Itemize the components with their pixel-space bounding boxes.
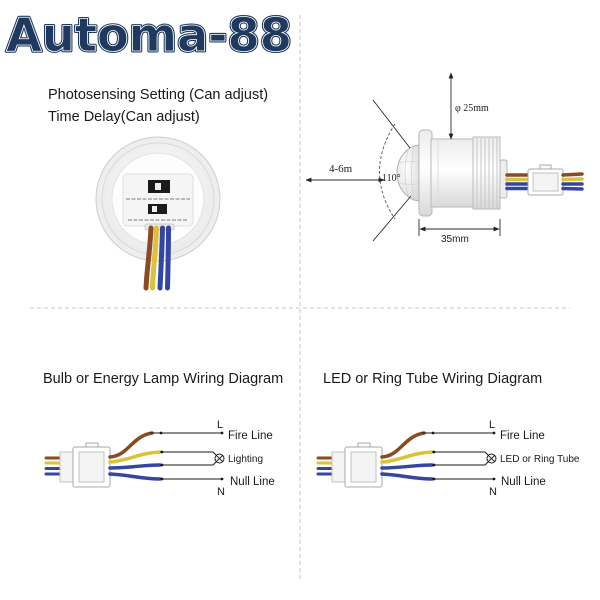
light-dial-knob bbox=[155, 183, 161, 190]
load-line bbox=[432, 451, 489, 456]
wire-blue bbox=[157, 225, 165, 291]
load-label: Lighting bbox=[228, 454, 263, 465]
junction-dot bbox=[432, 450, 436, 454]
junction-dot bbox=[159, 431, 163, 435]
wire-brown bbox=[143, 225, 154, 291]
wire-blue bbox=[165, 225, 171, 291]
connector-inner bbox=[532, 172, 559, 192]
fire-line-label: Fire Line bbox=[500, 430, 545, 442]
dome-facet bbox=[404, 149, 409, 197]
wire-blue bbox=[561, 186, 584, 191]
connector-housing-left bbox=[59, 451, 75, 483]
sensor-side-view bbox=[396, 129, 584, 217]
led-wiring-diagram: L Fire Line LED or Ring Tube Null Line N bbox=[316, 419, 580, 498]
junction-dot bbox=[160, 463, 164, 467]
wire-blue bbox=[380, 472, 434, 481]
wire-yellow bbox=[108, 450, 162, 464]
sensor-body bbox=[430, 138, 475, 208]
dimension-annotations: φ 25mm 4-6m 110° 35mm bbox=[305, 72, 501, 245]
null-line-label: Null Line bbox=[501, 476, 546, 488]
terminal-dot bbox=[492, 477, 496, 481]
junction-dot bbox=[160, 477, 164, 481]
junction-dot bbox=[431, 431, 435, 435]
wire-yellow bbox=[150, 225, 159, 291]
wire-yellow bbox=[380, 450, 434, 464]
terminal-dot bbox=[220, 477, 224, 481]
brand-logo: Automa-88 Automa-88 bbox=[5, 7, 294, 64]
fire-line-label: Fire Line bbox=[228, 430, 273, 442]
wire-brown bbox=[108, 431, 154, 459]
wire-blue bbox=[380, 463, 434, 470]
diameter-label: φ 25mm bbox=[455, 103, 489, 114]
length-label: 35mm bbox=[441, 234, 469, 245]
angle-boundary-top bbox=[372, 99, 411, 149]
junction-dot bbox=[432, 477, 436, 481]
lamp-return-line bbox=[432, 461, 489, 466]
connector-housing-left bbox=[331, 451, 347, 483]
photosensing-setting-label: Photosensing Setting (Can adjust) bbox=[48, 87, 268, 103]
bulb-wiring-diagram: L Fire Line Lighting Null Line N bbox=[44, 419, 275, 498]
neutral-marker: N bbox=[489, 486, 497, 498]
angle-label: 110° bbox=[382, 173, 401, 184]
wire-blue bbox=[108, 463, 162, 470]
angle-boundary-bottom bbox=[372, 195, 412, 242]
lamp-icon bbox=[486, 453, 497, 464]
thread-ridges bbox=[476, 138, 498, 208]
connector-inner bbox=[350, 451, 377, 483]
lamp-icon bbox=[214, 453, 225, 464]
sensor-back-view bbox=[95, 136, 221, 291]
live-marker: L bbox=[217, 419, 223, 431]
terminal-dot bbox=[220, 431, 224, 435]
time-dial bbox=[148, 204, 167, 214]
time-dial-knob bbox=[152, 206, 157, 212]
connector-inner bbox=[78, 451, 105, 483]
wire-yellow bbox=[561, 177, 584, 182]
wire-brown bbox=[561, 172, 584, 177]
led-diagram-title: LED or Ring Tube Wiring Diagram bbox=[323, 371, 542, 387]
wire-brown bbox=[380, 431, 426, 459]
bulb-diagram-title: Bulb or Energy Lamp Wiring Diagram bbox=[43, 371, 283, 387]
lamp-return-line bbox=[160, 461, 217, 466]
load-label: LED or Ring Tube bbox=[500, 454, 580, 465]
lamp-icon-cross bbox=[487, 454, 496, 463]
range-label: 4-6m bbox=[329, 163, 353, 175]
wire-blue bbox=[108, 472, 162, 481]
sensor-flange bbox=[418, 129, 433, 217]
null-line-label: Null Line bbox=[230, 476, 275, 488]
terminal-dot bbox=[492, 431, 496, 435]
load-line bbox=[160, 451, 217, 456]
neutral-marker: N bbox=[217, 486, 225, 498]
junction-dot bbox=[432, 463, 436, 467]
time-delay-label: Time Delay(Can adjust) bbox=[48, 109, 200, 125]
logo-text: Automa-88 bbox=[6, 8, 292, 62]
live-marker: L bbox=[489, 419, 495, 431]
dome-facet bbox=[411, 145, 415, 201]
lamp-icon-cross bbox=[215, 454, 224, 463]
logo-text-inline: Automa-88 bbox=[6, 8, 292, 62]
angle-arc bbox=[379, 123, 396, 220]
junction-dot bbox=[160, 450, 164, 454]
